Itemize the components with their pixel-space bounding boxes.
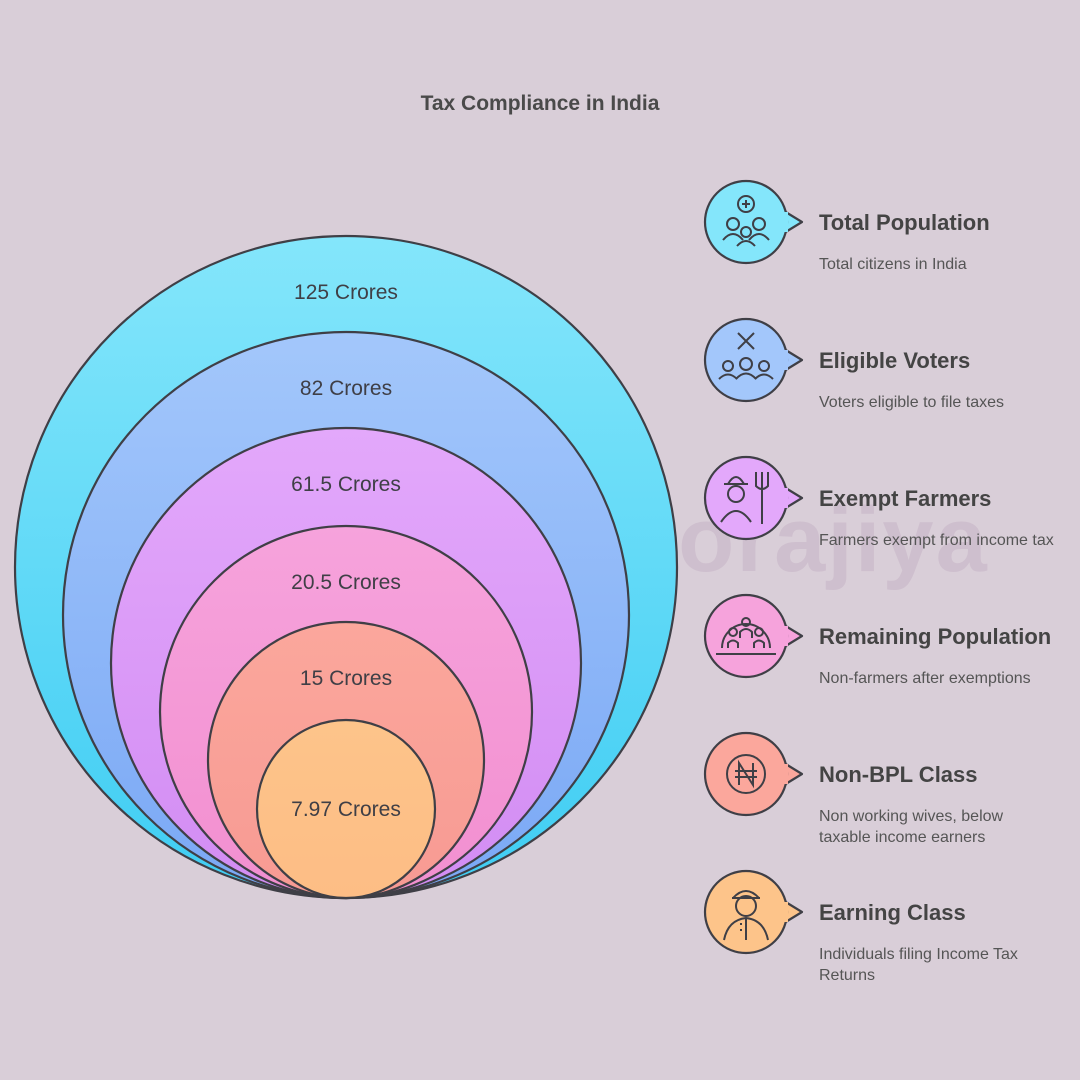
legend-title: Earning Class	[819, 900, 966, 925]
legend-item-eligible-voters: Eligible Voters Voters eligible to file …	[700, 316, 1070, 436]
legend-title: Non-BPL Class	[819, 762, 978, 787]
legend-item-exempt-farmers: Exempt Farmers Farmers exempt from incom…	[700, 454, 1070, 574]
legend-item-remaining-population: Remaining Population Non-farmers after e…	[700, 592, 1070, 712]
farmer-icon	[703, 455, 804, 541]
earner-person-icon	[703, 869, 804, 955]
nested-circles-diagram: 125 Crores 82 Crores 61.5 Crores 20.5 Crore…	[13, 234, 679, 900]
page-title: Tax Compliance in India	[420, 92, 660, 115]
legend-description: Non working wives, below taxable income …	[819, 808, 1004, 846]
legend-title: Total Population	[819, 210, 990, 235]
ring-value-label: 82 Crores	[300, 377, 392, 400]
ring-value-label: 7.97 Crores	[291, 798, 401, 821]
ring-level-5	[255, 718, 437, 900]
legend-description: Voters eligible to file taxes	[819, 394, 1004, 411]
legend-description: Individuals filing Income Tax Returns	[819, 946, 1018, 984]
ring-value-label: 20.5 Crores	[291, 571, 401, 594]
currency-coin-icon	[703, 731, 804, 817]
legend-item-non-bpl-class: Non-BPL Class Non working wives, below t…	[700, 730, 1070, 850]
ring-value-label: 125 Crores	[294, 281, 398, 304]
legend-item-earning-class: Earning Class Individuals filing Income …	[700, 868, 1070, 988]
legend-item-total-population: Total Population Total citizens in India	[700, 178, 1070, 298]
legend-description: Farmers exempt from income tax	[819, 532, 1054, 549]
legend-title: Eligible Voters	[819, 348, 971, 373]
legend-description: Non-farmers after exemptions	[819, 670, 1031, 687]
population-circle-icon	[703, 593, 804, 679]
legend-description: Total citizens in India	[819, 256, 967, 273]
legend-title: Exempt Farmers	[819, 486, 992, 511]
ring-value-label: 15 Crores	[300, 667, 392, 690]
voters-icon	[703, 317, 804, 403]
legend-title: Remaining Population	[819, 624, 1052, 649]
ring-value-label: 61.5 Crores	[291, 473, 401, 496]
people-group-icon	[703, 179, 804, 265]
